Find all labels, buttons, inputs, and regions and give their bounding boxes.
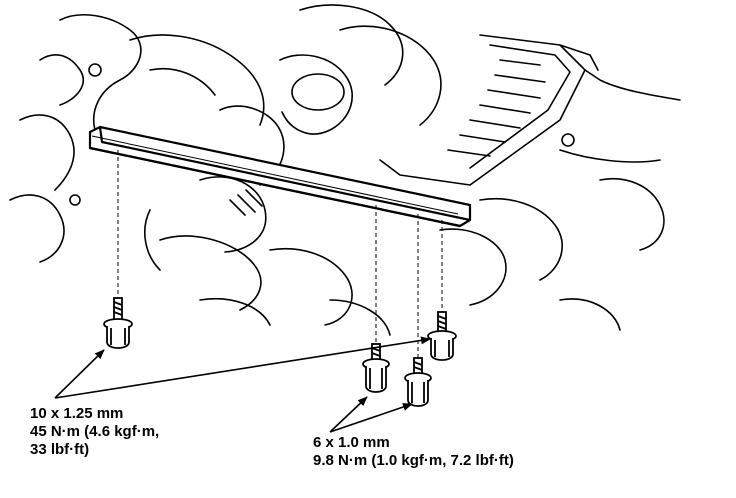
large-bolt-torque-callout: 10 x 1.25 mm 45 N·m (4.6 kgf·m, 33 lbf·f…	[30, 405, 159, 459]
flange-bolt-large-right	[427, 311, 457, 361]
alignment-lines	[117, 150, 443, 360]
large-bolt-torque-line1: 45 N·m (4.6 kgf·m,	[30, 423, 160, 440]
flange-bolt-large-left	[103, 297, 133, 349]
flange-bolt-small-right	[404, 357, 432, 407]
large-bolt-size: 10 x 1.25 mm	[30, 405, 124, 422]
leader-arrows	[54, 336, 431, 433]
stiffener-bracket	[88, 125, 472, 228]
engine-background-lineart	[9, 4, 681, 336]
small-bolt-torque-callout: 6 x 1.0 mm 9.8 N·m (1.0 kgf·m, 7.2 lbf·f…	[313, 434, 514, 470]
flange-bolt-small-left	[362, 343, 390, 393]
large-bolt-torque-line2: 33 lbf·ft)	[30, 441, 90, 458]
small-bolt-torque: 9.8 N·m (1.0 kgf·m, 7.2 lbf·ft)	[313, 452, 514, 469]
small-bolt-size: 6 x 1.0 mm	[313, 434, 390, 451]
